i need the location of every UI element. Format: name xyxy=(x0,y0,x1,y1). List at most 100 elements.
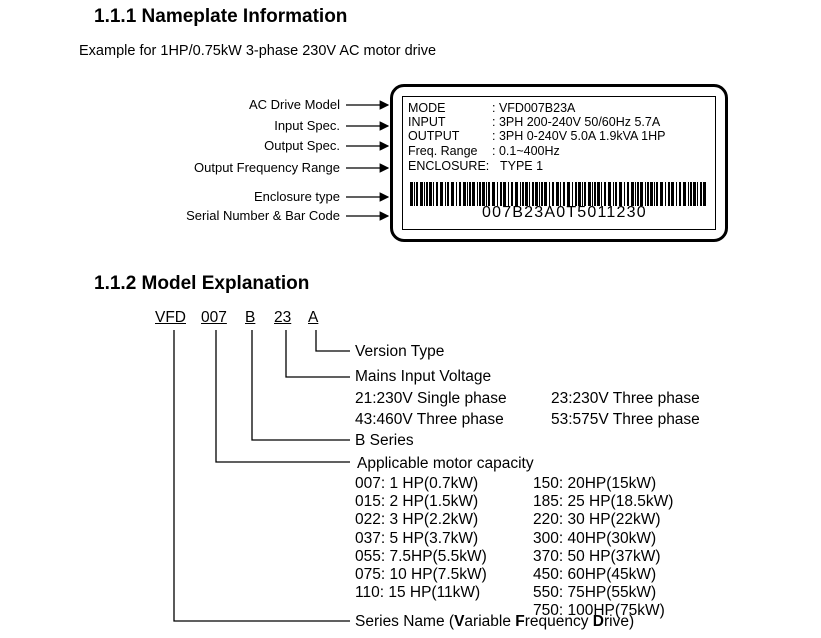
mains-voltage-label: Mains Input Voltage xyxy=(355,368,492,385)
nameplate-value-output: : 3PH 0-240V 5.0A 1.9kVA 1HP xyxy=(492,129,666,143)
barcode-bar xyxy=(665,182,666,206)
line-capacity xyxy=(215,330,350,463)
barcode-bar xyxy=(647,182,649,206)
code-capacity: 007 xyxy=(201,309,227,326)
barcode-bar xyxy=(683,182,686,206)
code-vfd: VFD xyxy=(155,309,186,326)
barcode-bar xyxy=(515,182,518,206)
nameplate-section-title: 1.1.1 Nameplate Information xyxy=(94,6,348,27)
barcode-bar xyxy=(700,182,702,206)
barcode-bar xyxy=(426,182,428,206)
barcode-bar xyxy=(567,182,570,206)
barcode-bar xyxy=(463,182,466,206)
barcode-bar xyxy=(511,182,513,206)
barcode-bar xyxy=(619,182,622,206)
barcode-bar xyxy=(529,182,530,206)
barcode-bar xyxy=(572,182,573,206)
barcode-bar xyxy=(556,182,559,206)
capacity-item: 037: 5 HP(3.7kW) xyxy=(355,529,479,547)
barcode-bar xyxy=(640,182,643,206)
barcode-bar xyxy=(703,182,706,206)
nameplate-subtitle: Example for 1HP/0.75kW 3-phase 230V AC m… xyxy=(79,43,437,59)
barcode-bar xyxy=(656,182,658,206)
barcode-bar xyxy=(541,182,543,206)
barcode-bar xyxy=(520,182,521,206)
barcode-bar xyxy=(690,182,692,206)
barcode-bar xyxy=(539,182,540,206)
nameplate-key-input: INPUT xyxy=(408,115,446,129)
b-series-label: B Series xyxy=(355,432,414,449)
barcode-bar xyxy=(631,182,634,206)
series-name-label: Series Name (Variable Frequency Drive) xyxy=(355,613,635,630)
barcode-bar xyxy=(594,182,596,206)
barcode-bar xyxy=(424,182,425,206)
capacity-item: 015: 2 HP(1.5kW) xyxy=(355,493,479,511)
barcode-bar xyxy=(522,182,524,206)
label-enclosure-type: Enclosure type xyxy=(254,189,340,204)
barcode-bar xyxy=(451,182,454,206)
capacity-item: 550: 75HP(55kW) xyxy=(533,584,657,602)
motor-capacity-label: Applicable motor capacity xyxy=(357,455,534,472)
barcode-bar xyxy=(597,182,600,206)
barcode-bar xyxy=(679,182,681,206)
barcode-bar xyxy=(549,182,550,206)
barcode-bar xyxy=(660,182,663,206)
barcode-bar xyxy=(472,182,475,206)
barcode-bar xyxy=(497,182,498,206)
nameplate-value-input: : 3PH 200-240V 50/60Hz 5.7A xyxy=(492,115,661,129)
barcode-bar xyxy=(477,182,478,206)
capacity-item: 370: 50 HP(37kW) xyxy=(533,547,661,565)
nameplate-key-output: OUTPUT xyxy=(408,129,460,143)
barcode-bar xyxy=(552,182,554,206)
version-type-label: Version Type xyxy=(355,343,445,360)
capacity-item: 750: 100HP(75kW) xyxy=(533,602,665,620)
barcode-bar xyxy=(416,182,418,206)
barcode-bar xyxy=(447,182,449,206)
barcode-bar xyxy=(414,182,415,206)
barcode-bar xyxy=(544,182,547,206)
barcode-bar xyxy=(645,182,646,206)
barcode-bar xyxy=(650,182,653,206)
capacity-item: 450: 60HP(45kW) xyxy=(533,566,657,583)
barcode-bar xyxy=(575,182,577,206)
barcode-bar xyxy=(560,182,561,206)
voltage-option-21: 21:230V Single phase xyxy=(355,390,507,407)
barcode-bar xyxy=(613,182,614,206)
barcode-bar xyxy=(436,182,438,206)
barcode-bar xyxy=(668,182,670,206)
barcode-bar xyxy=(654,182,655,206)
barcode-bar xyxy=(582,182,583,206)
nameplate-value-freq-range: : 0.1~400Hz xyxy=(492,144,560,158)
barcode-bar xyxy=(535,182,538,206)
line-series-name xyxy=(173,330,350,622)
barcode-bar xyxy=(592,182,593,206)
barcode-bar xyxy=(578,182,581,206)
voltage-option-43: 43:460V Three phase xyxy=(355,411,504,428)
nameplate-frame xyxy=(390,84,728,242)
barcode-bar xyxy=(492,182,495,206)
barcode-bar xyxy=(671,182,674,206)
barcode-bar xyxy=(469,182,471,206)
capacity-item: 075: 10 HP(7.5kW) xyxy=(355,566,487,583)
capacity-item: 220: 30 HP(22kW) xyxy=(533,511,661,529)
barcode-bar xyxy=(488,182,490,206)
barcode-bar xyxy=(410,182,413,206)
barcode-bar xyxy=(433,182,434,206)
barcode-bar xyxy=(459,182,461,206)
barcode-bar xyxy=(445,182,446,206)
barcode-bar xyxy=(584,182,586,206)
nameplate-value-mode: : VFD007B23A xyxy=(492,101,576,115)
nameplate-inner xyxy=(402,96,716,230)
barcode-bar xyxy=(456,182,457,206)
barcode-bar xyxy=(440,182,443,206)
nameplate-key-enclosure: ENCLOSURE: xyxy=(408,159,490,173)
barcode-bar xyxy=(601,182,602,206)
label-serial-number: Serial Number & Bar Code xyxy=(186,208,340,223)
capacity-item: 007: 1 HP(0.7kW) xyxy=(355,475,479,492)
voltage-option-23: 23:230V Three phase xyxy=(551,390,700,407)
barcode-bar xyxy=(525,182,528,206)
label-ac-drive-model: AC Drive Model xyxy=(248,97,340,112)
barcode-bar xyxy=(503,182,506,206)
barcode-bar xyxy=(532,182,534,206)
